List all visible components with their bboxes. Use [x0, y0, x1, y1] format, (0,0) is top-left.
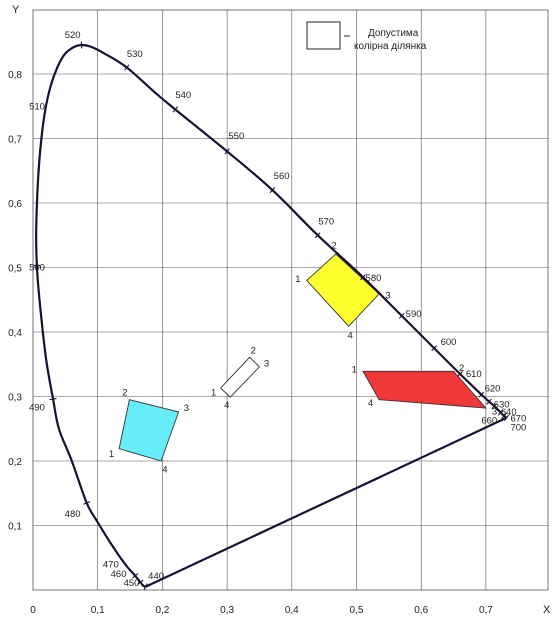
region-blue-vertex-label: 3 — [184, 403, 189, 414]
color-regions — [118, 253, 487, 462]
wavelength-label: 700 — [510, 423, 526, 434]
region-white-vertex-label: 2 — [251, 345, 256, 356]
region-yellow-vertex-label: 4 — [348, 331, 353, 342]
region-yellow-vertex-label: 1 — [295, 274, 300, 285]
x-tick-label: 0,6 — [414, 605, 428, 616]
purple-line — [145, 416, 508, 588]
wavelength-label: 550 — [228, 131, 244, 142]
x-tick-label: 0,7 — [479, 605, 493, 616]
wavelength-label: 450 — [124, 578, 140, 589]
locus-tick — [83, 501, 91, 505]
locus-tick — [398, 313, 405, 319]
region-blue — [118, 399, 180, 462]
region-red — [362, 370, 487, 409]
wavelength-label: 470 — [103, 559, 119, 570]
locus-tick — [486, 398, 492, 405]
x-tick-label: 0,1 — [91, 605, 105, 616]
wavelength-label: 440 — [148, 571, 164, 582]
region-white-vertex-label: 1 — [211, 388, 216, 399]
y-tick-label: 0,1 — [8, 522, 22, 533]
locus-tick — [360, 274, 366, 281]
region-blue-vertex-label: 1 — [109, 449, 114, 460]
x-tick-label: 0,3 — [220, 605, 234, 616]
wavelength-label: 640 — [501, 407, 517, 418]
y-tick-label: 0,4 — [8, 328, 22, 339]
y-tick-label: 0,6 — [8, 199, 22, 210]
wavelength-label: 530 — [127, 49, 143, 60]
locus-tick — [172, 106, 178, 113]
region-white-vertex-label: 4 — [224, 400, 229, 411]
region-blue-vertex-label: 4 — [162, 465, 167, 476]
locus-tick — [137, 579, 144, 585]
locus-tick — [143, 583, 148, 591]
region-blue-vertex-label: 2 — [122, 387, 127, 398]
y-axis-label: Y — [12, 4, 20, 16]
locus-tick — [478, 391, 485, 398]
wavelength-label: 560 — [274, 171, 290, 182]
locus-tick — [314, 232, 321, 239]
wavelength-label: 610 — [466, 369, 482, 380]
wavelength-label: 620 — [485, 383, 501, 394]
locus-tick — [491, 403, 498, 410]
x-axis-label: X — [543, 604, 551, 616]
labels: 0 0,1 0,2 0,3 0,4 0,5 0,6 0,7 0,1 0,2 0,3 0,4 0,5 0,6… — [8, 30, 526, 616]
wavelength-label: 670 — [510, 414, 526, 425]
wavelength-label: 590 — [406, 309, 422, 320]
legend-text-line1: Допустима — [368, 28, 419, 39]
locus-curve — [35, 43, 508, 588]
region-red-vertex-label: 1 — [352, 364, 357, 375]
legend-text-line2: колірна ділянка — [354, 41, 427, 52]
legend-swatch — [306, 21, 341, 50]
x-tick-label: 0,4 — [285, 605, 299, 616]
x-tick-label: 0,5 — [350, 605, 364, 616]
locus-tick — [457, 371, 463, 377]
locus-tick — [431, 345, 438, 351]
locus-tick — [269, 187, 276, 194]
y-tick-label: 0,2 — [8, 457, 22, 468]
wavelength-label: 490 — [29, 403, 45, 414]
locus-tick — [49, 397, 57, 401]
region-red-vertex-label: 3 — [492, 406, 497, 417]
region-yellow-vertex-label: 2 — [331, 241, 336, 252]
locus-tick — [501, 412, 507, 419]
wavelength-label: 570 — [318, 216, 334, 227]
y-tick-label: 0,3 — [8, 393, 22, 404]
y-tick-label: 0,8 — [8, 70, 22, 81]
y-tick-label: 0,7 — [8, 135, 22, 146]
plot-frame — [32, 9, 549, 591]
locus-tick — [224, 148, 230, 155]
wavelength-label: 460 — [111, 569, 127, 580]
wavelength-label: 600 — [441, 337, 457, 348]
x-tick-label: 0,2 — [155, 605, 169, 616]
wavelength-label: 540 — [175, 90, 191, 101]
locus-tick — [497, 409, 504, 416]
region-yellow-vertex-label: 3 — [385, 291, 390, 302]
legend: Допустима колірна ділянка — [306, 21, 427, 52]
locus-tick — [132, 573, 139, 579]
locus-tick — [124, 64, 130, 71]
region-red-vertex-label: 2 — [459, 363, 464, 374]
wavelength-label: 520 — [65, 30, 81, 41]
y-tick-label: 0,5 — [8, 264, 22, 275]
wavelength-label: 630 — [494, 399, 510, 410]
region-white — [219, 356, 261, 398]
wavelength-label: 500 — [29, 263, 45, 274]
wavelength-label: 510 — [29, 101, 45, 112]
x-tick-label: 0 — [30, 605, 36, 616]
locus-tick — [504, 414, 510, 421]
region-white-vertex-label: 3 — [264, 359, 269, 370]
wavelength-label: 580 — [366, 273, 382, 284]
wavelength-label: 660 — [481, 416, 497, 427]
wavelength-label: 480 — [65, 509, 81, 520]
spectral-locus — [33, 41, 510, 591]
region-red-vertex-label: 4 — [368, 398, 373, 409]
